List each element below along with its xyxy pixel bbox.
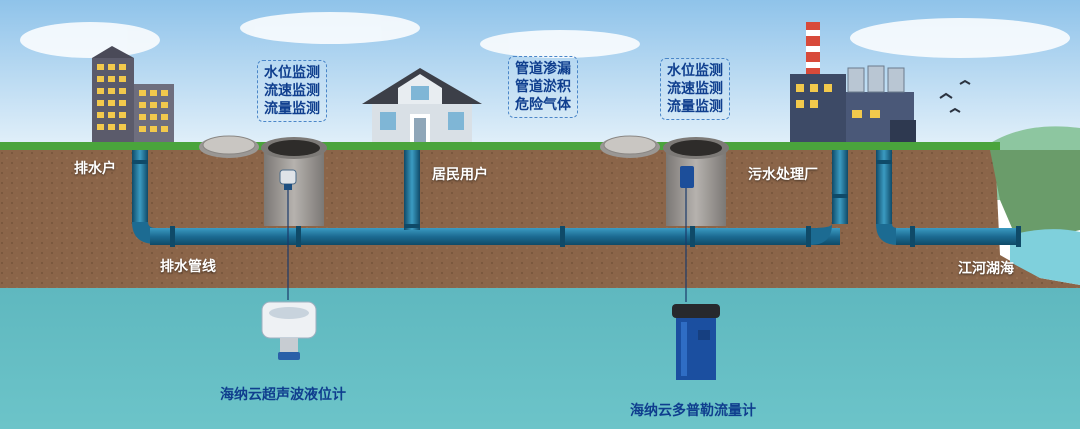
monitor-line: 管道渗漏 <box>515 60 571 78</box>
monitor-box-left: 水位监测 流速监测 流量监测 <box>257 60 327 122</box>
riverbank <box>990 150 1080 237</box>
label-resident-user: 居民用户 <box>432 164 488 184</box>
manhole-cover-right <box>600 136 660 158</box>
doppler-flow-meter-device <box>672 304 720 380</box>
caption-doppler-flow-meter: 海纳云多普勒流量计 <box>630 400 756 420</box>
label-drain-pipeline: 排水管线 <box>160 256 216 276</box>
monitor-line: 水位监测 <box>667 62 723 80</box>
monitor-box-middle: 管道渗漏 管道淤积 危险气体 <box>508 56 578 118</box>
caption-ultrasonic-level-meter: 海纳云超声波液位计 <box>220 384 346 404</box>
monitor-line: 流量监测 <box>264 100 320 118</box>
monitor-line: 危险气体 <box>515 96 571 114</box>
label-drain-household: 排水户 <box>74 158 116 178</box>
monitor-line: 管道淤积 <box>515 78 571 96</box>
manhole-shaft-right <box>663 137 729 226</box>
label-rivers-lakes: 江河湖海 <box>958 258 1014 278</box>
monitor-line: 水位监测 <box>264 64 320 82</box>
manhole-cover-left <box>199 136 259 158</box>
grass-strip <box>0 142 1000 150</box>
water-band <box>0 288 1080 429</box>
monitor-line: 流量监测 <box>667 98 723 116</box>
monitor-line: 流速监测 <box>667 80 723 98</box>
doppler-sensor-in-shaft <box>680 166 694 188</box>
monitor-box-right: 水位监测 流速监测 流量监测 <box>660 58 730 120</box>
monitor-line: 流速监测 <box>264 82 320 100</box>
label-sewage-plant: 污水处理厂 <box>748 164 818 184</box>
